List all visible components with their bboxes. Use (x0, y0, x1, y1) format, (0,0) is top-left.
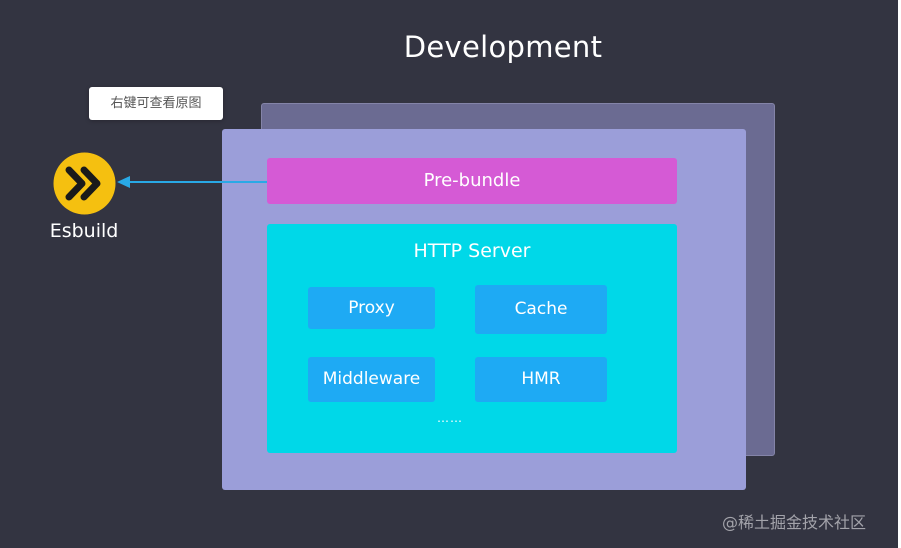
cache-module: Cache (475, 285, 607, 334)
esbuild-label: Esbuild (49, 220, 119, 242)
more-modules-ellipsis: …… (437, 411, 463, 425)
view-original-tooltip[interactable]: 右键可查看原图 (89, 87, 223, 120)
prebundle-to-esbuild-arrow (117, 176, 267, 188)
http-server-box: HTTP Server Proxy Cache Middleware HMR …… (267, 224, 677, 453)
middleware-module: Middleware (308, 357, 435, 402)
watermark: @稀土掘金技术社区 (722, 513, 867, 532)
proxy-module: Proxy (308, 287, 435, 329)
esbuild-chevrons-icon (53, 152, 116, 215)
prebundle-box: Pre-bundle (267, 158, 677, 204)
hmr-module: HMR (475, 357, 607, 402)
http-server-title: HTTP Server (413, 240, 531, 262)
diagram-title: Development (403, 30, 603, 64)
